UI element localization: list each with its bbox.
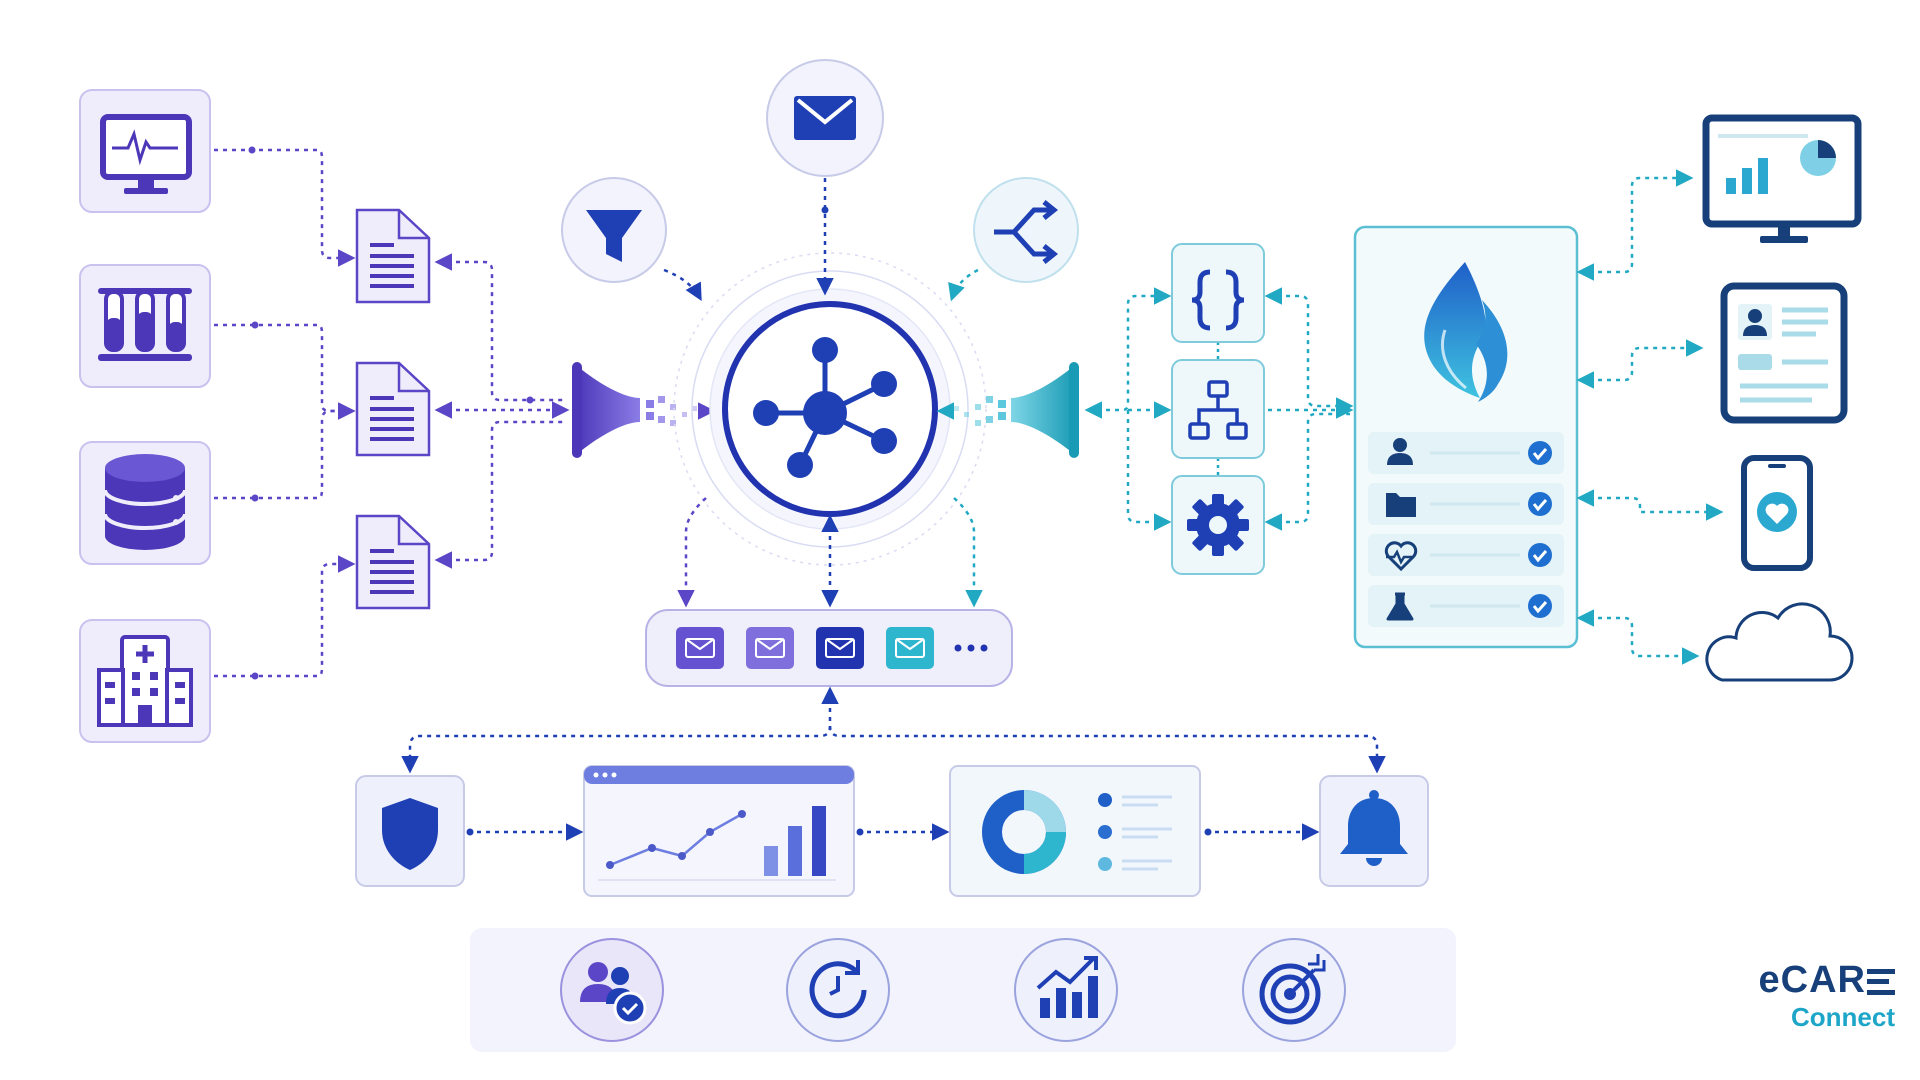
check-icon (1528, 594, 1552, 618)
flame-logo-icon (1424, 262, 1508, 402)
trend-chart-card[interactable] (583, 765, 855, 897)
record-panel (1353, 225, 1579, 649)
output-funnel (936, 362, 1079, 458)
transform-card[interactable] (1171, 243, 1265, 343)
monitor-ecg-icon (100, 114, 192, 194)
filter-node[interactable] (561, 177, 667, 283)
bell-icon (1340, 790, 1408, 866)
message-queue[interactable] (645, 609, 1013, 687)
check-icon (1528, 492, 1552, 516)
document-connectors (434, 253, 570, 569)
outcomes-row (470, 928, 1456, 1052)
source-systems (79, 89, 211, 743)
document-icon[interactable] (355, 514, 431, 610)
check-icon (1528, 543, 1552, 567)
folder-icon (1386, 493, 1416, 517)
integration-hub[interactable] (673, 252, 987, 566)
brand-tagline: Connect (1791, 1002, 1895, 1032)
ingest-funnel (572, 362, 716, 458)
security-card[interactable] (355, 775, 465, 887)
envelope-icon (746, 627, 794, 669)
donut-chart-icon (982, 790, 1172, 874)
source-hospital-card[interactable] (79, 619, 211, 743)
tablet-profile-icon[interactable] (1720, 282, 1848, 424)
settings-card[interactable] (1171, 475, 1265, 575)
routing-node[interactable] (973, 177, 1079, 283)
document-icon[interactable] (355, 208, 431, 304)
processor-connectors (1084, 287, 1354, 531)
filter-icon (586, 210, 642, 262)
code-braces-icon (1191, 269, 1245, 331)
record-rows (1368, 432, 1564, 627)
check-icon (1528, 441, 1552, 465)
record-row[interactable] (1368, 483, 1564, 525)
brand-logo: eCAR Connect (1695, 960, 1895, 1032)
outcome-engagement[interactable] (560, 938, 664, 1042)
envelope-icon (886, 627, 934, 669)
source-connectors (214, 146, 356, 680)
users-check-icon (580, 962, 647, 1025)
hospital-icon (97, 635, 193, 727)
network-hub-icon (753, 337, 897, 478)
source-database-card[interactable] (79, 441, 211, 565)
output-connectors (1576, 169, 1724, 665)
source-lab-card[interactable] (79, 264, 211, 388)
record-row[interactable] (1368, 534, 1564, 576)
flask-icon (1386, 592, 1414, 621)
dashboard-monitor-icon[interactable] (1702, 114, 1862, 243)
branch-icon (994, 200, 1059, 264)
person-icon (1387, 438, 1413, 465)
hierarchy-icon (1188, 380, 1248, 440)
analytics-row (355, 765, 1429, 897)
satellite-connectors (663, 178, 979, 302)
target-icon (1259, 954, 1326, 1025)
donut-chart-card[interactable] (949, 765, 1201, 897)
shield-icon (382, 798, 438, 870)
record-row[interactable] (1368, 585, 1564, 627)
mobile-heart-icon[interactable] (1741, 455, 1813, 571)
growth-chart-icon (1036, 956, 1098, 1018)
line-bar-chart-icon (598, 806, 836, 881)
mapping-card[interactable] (1171, 359, 1265, 459)
outcome-growth[interactable] (1014, 938, 1118, 1042)
document-icon[interactable] (355, 361, 431, 457)
database-icon (103, 454, 187, 550)
outputs (1702, 114, 1862, 682)
alerts-card[interactable] (1319, 775, 1429, 887)
outcome-target[interactable] (1242, 938, 1346, 1042)
envelope-icon (816, 627, 864, 669)
test-tubes-icon (98, 288, 192, 361)
envelope-icon (794, 96, 856, 140)
documents (355, 208, 431, 610)
cloud-icon[interactable] (1705, 602, 1854, 682)
more-dots-icon (954, 644, 988, 652)
gear-icon (1187, 494, 1249, 556)
brand-name: eCAR (1758, 959, 1866, 1001)
source-monitor-card[interactable] (79, 89, 211, 213)
outcome-turnaround[interactable] (786, 938, 890, 1042)
refresh-clock-icon (809, 960, 867, 1019)
heart-pulse-icon (1384, 541, 1418, 572)
processors (1171, 243, 1265, 575)
brand-wordmark: eCAR (1695, 960, 1895, 1000)
record-row[interactable] (1368, 432, 1564, 474)
envelope-icon (676, 627, 724, 669)
brand-e-glyph (1867, 967, 1895, 997)
message-node[interactable] (766, 59, 884, 177)
queue-to-analytics-connectors (401, 686, 1386, 841)
